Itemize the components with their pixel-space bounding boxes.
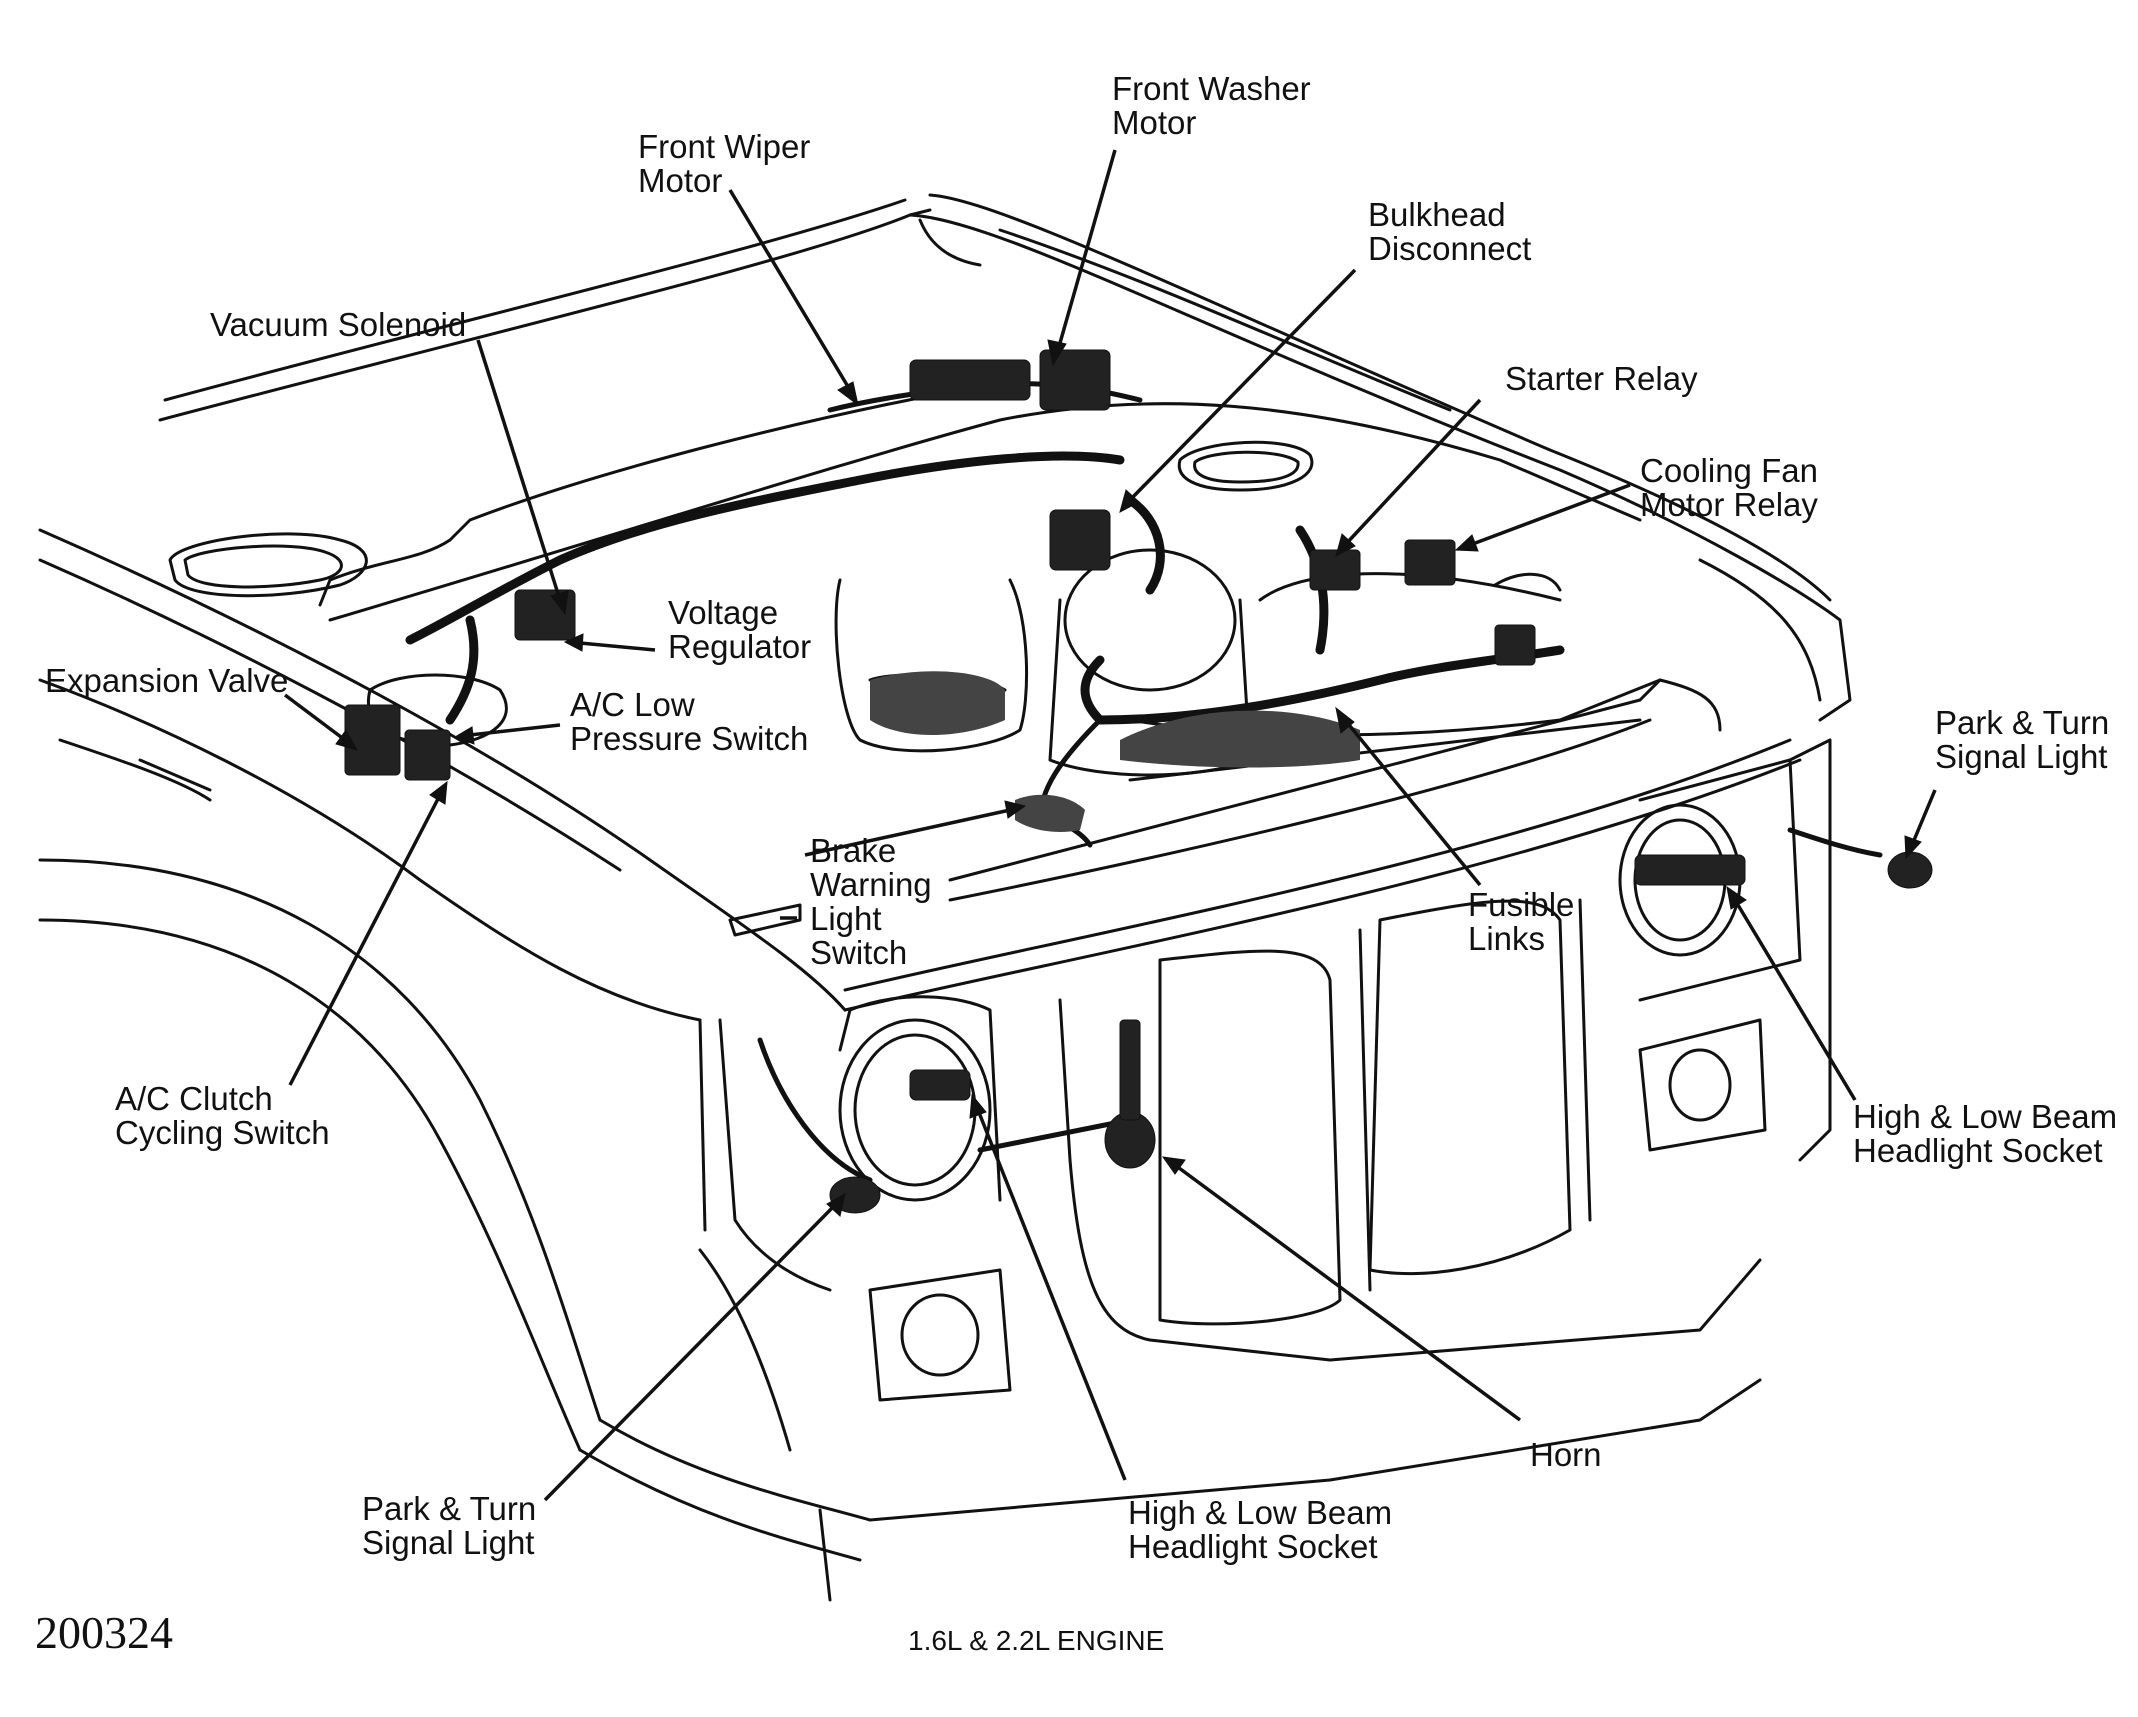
leader-horn	[1173, 1163, 1522, 1422]
callout-labels: Front Washer Motor Front Wiper Motor Bul…	[45, 70, 2126, 1565]
label-brake-warning-light-switch: Brake Warning Light Switch	[810, 832, 941, 971]
label-horn: Horn	[1530, 1436, 1602, 1473]
label-ac-clutch-cycling-switch: A/C Clutch Cycling Switch	[115, 1080, 330, 1151]
label-park-turn-signal-right: Park & Turn Signal Light	[1935, 704, 2118, 775]
leader-bulkhead-disconnect	[1128, 268, 1357, 502]
leader-ac-clutch-cycling-switch	[288, 794, 442, 1086]
leader-ac-low-pressure-switch	[469, 723, 561, 737]
leader-high-low-beam-right	[1733, 899, 1857, 1101]
label-high-low-beam-center: High & Low Beam Headlight Socket	[1128, 1494, 1401, 1565]
leader-cooling-fan-motor-relay	[1469, 483, 1631, 547]
leader-voltage-regulator	[579, 641, 656, 652]
label-starter-relay: Starter Relay	[1505, 360, 1698, 397]
leader-brake-warning-switch	[804, 808, 1011, 857]
label-park-turn-signal-left: Park & Turn Signal Light	[362, 1490, 545, 1561]
leader-park-turn-right	[1910, 789, 1937, 846]
leader-lines	[283, 149, 1937, 1502]
label-cooling-fan-motor-relay: Cooling Fan Motor Relay	[1640, 452, 1827, 523]
label-front-washer-motor: Front Washer Motor	[1112, 70, 1320, 141]
figure-number: 200324	[35, 1607, 173, 1658]
label-bulkhead-disconnect: Bulkhead Disconnect	[1368, 196, 1531, 267]
label-ac-low-pressure-switch: A/C Low Pressure Switch	[570, 686, 808, 757]
leader-front-wiper-motor	[728, 189, 852, 391]
leader-front-washer-motor	[1056, 149, 1117, 351]
leader-expansion-valve	[283, 693, 347, 742]
leader-park-turn-left	[543, 1203, 837, 1502]
leader-high-low-beam-center	[976, 1109, 1127, 1481]
leader-vacuum-solenoid	[476, 339, 562, 601]
figure-caption: 1.6L & 2.2L ENGINE	[908, 1625, 1164, 1656]
leader-fusible-links	[1343, 718, 1482, 887]
label-fusible-links: Fusible Links	[1468, 886, 1584, 957]
components	[344, 349, 1933, 1214]
label-high-low-beam-right: High & Low Beam Headlight Socket	[1853, 1098, 2126, 1169]
label-front-wiper-motor: Front Wiper Motor	[638, 128, 820, 199]
label-voltage-regulator: Voltage Regulator	[668, 594, 811, 665]
leader-starter-relay	[1343, 398, 1482, 547]
label-vacuum-solenoid: Vacuum Solenoid	[210, 306, 466, 343]
label-expansion-valve: Expansion Valve	[45, 662, 288, 699]
